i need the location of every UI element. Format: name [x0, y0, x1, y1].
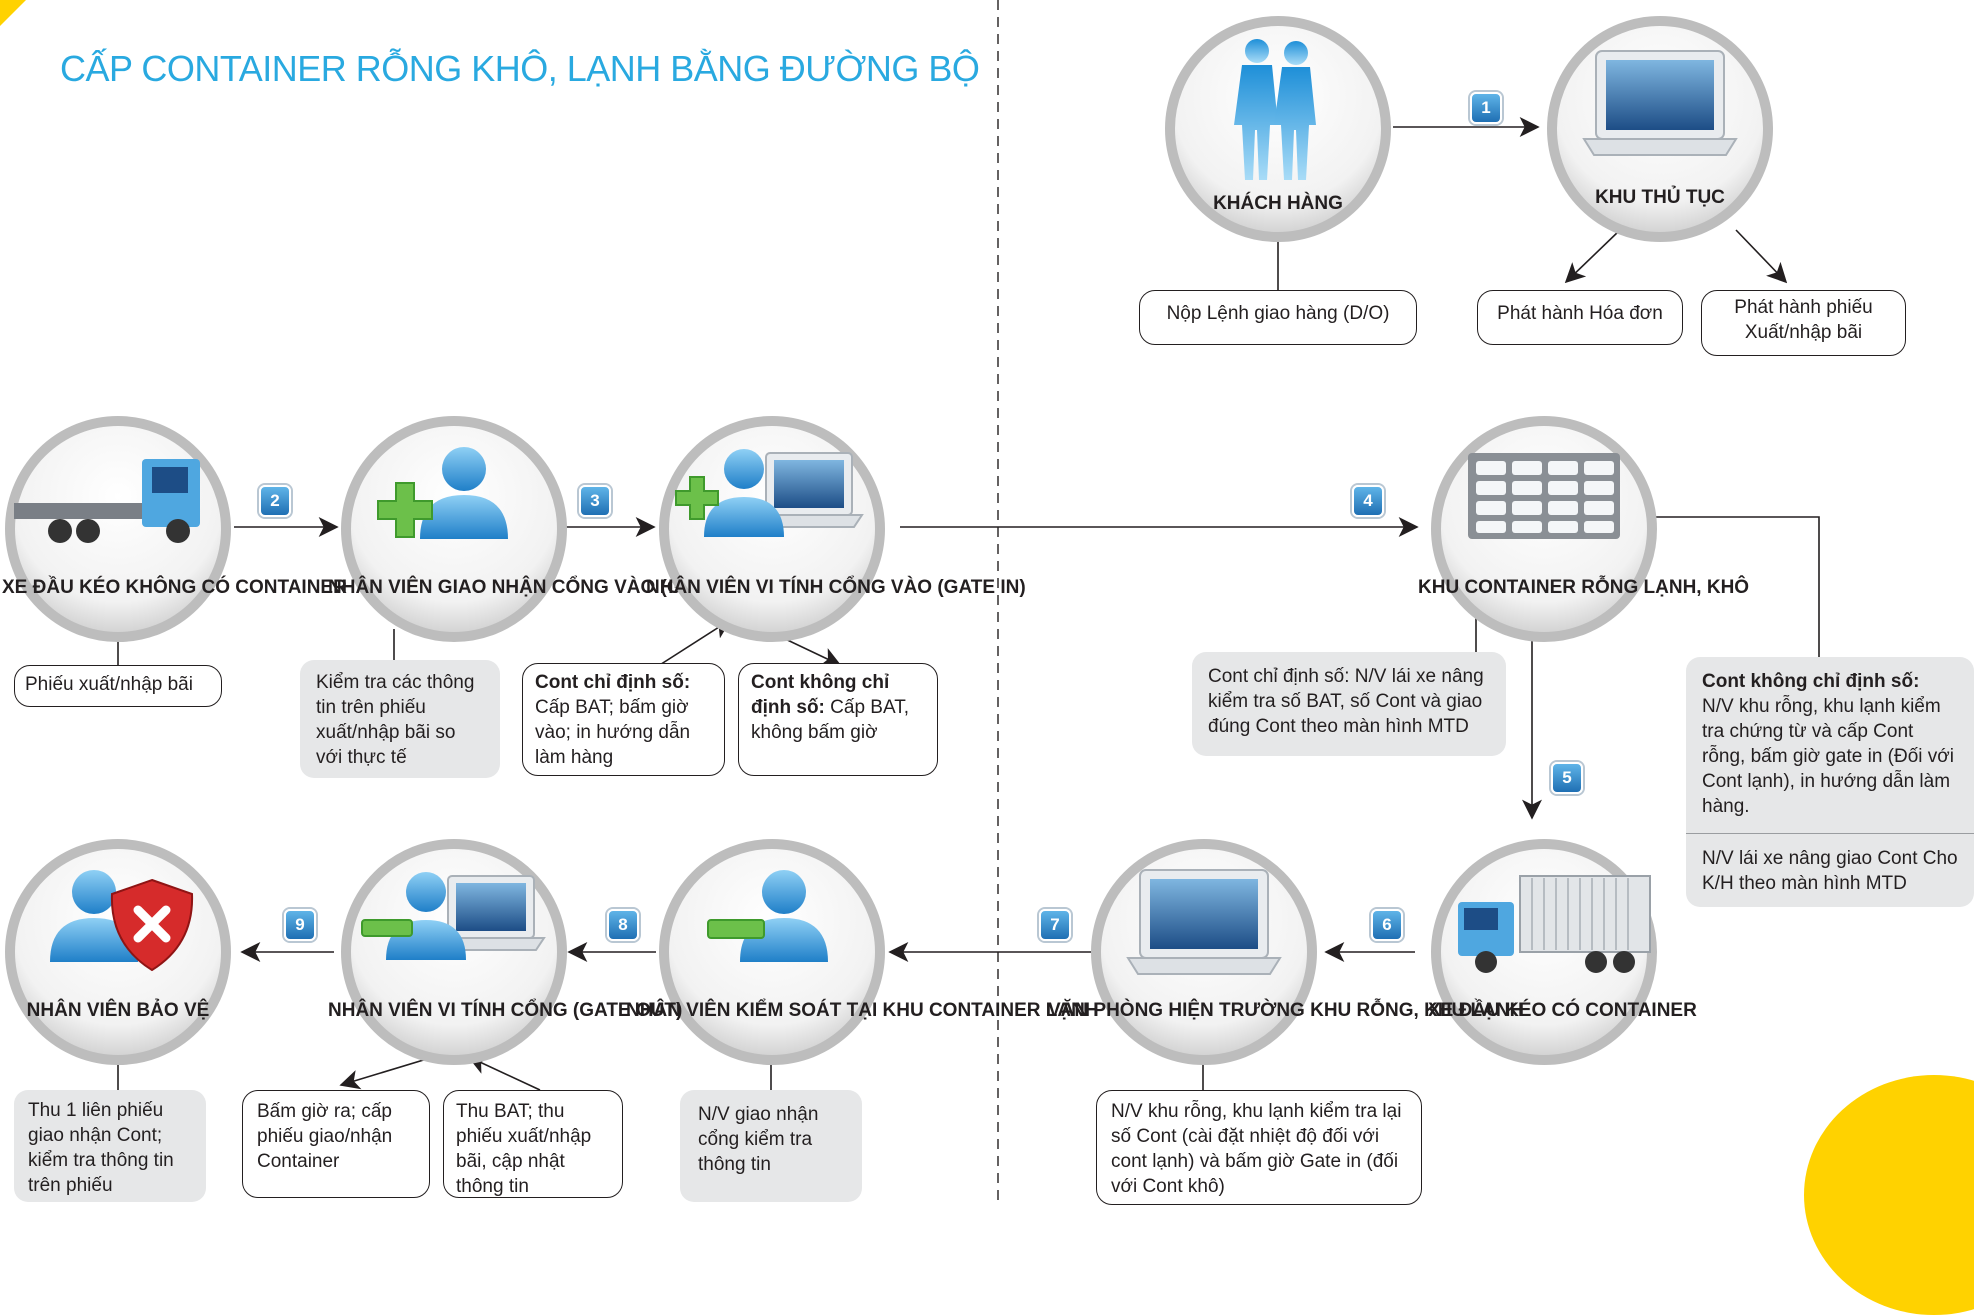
note-gate-check: Kiểm tra các thông tin trên phiếu xuất/n…: [300, 660, 500, 778]
step-badge-3: 3: [579, 485, 611, 517]
container-grid-icon: [1468, 453, 1620, 539]
step-badge-5: 5: [1551, 762, 1583, 794]
node-gate-in-computer: NHÂN VIÊN VI TÍNH CỔNG VÀO (GATE IN): [646, 413, 1026, 645]
connectors: [117, 0, 1820, 1205]
page-title: CẤP CONTAINER RỖNG KHÔ, LẠNH BẰNG ĐƯỜNG …: [60, 48, 980, 89]
note-yard-unassigned-text: N/V khu rỗng, khu lạnh kiểm tra chứng từ…: [1702, 696, 1954, 817]
note-do-submit: Nộp Lệnh giao hàng (D/O): [1139, 290, 1417, 345]
business-people-icon: [1234, 39, 1316, 180]
node-gate-in-staff: NHÂN VIÊN GIAO NHẬN CỔNG VÀO (GATE IN): [328, 413, 749, 645]
note-yard-unassigned: Cont không chỉ định số: N/V khu rỗng, kh…: [1686, 657, 1974, 907]
note-yard-assigned: Cont chỉ định số: N/V lái xe nâng kiểm t…: [1192, 652, 1506, 756]
step-badge-6: 6: [1371, 909, 1403, 941]
node-gate-out-computer: NHÂN VIÊN VI TÍNH CỔNG (GATE OUT): [328, 836, 682, 1068]
user-remove-icon: [707, 870, 828, 962]
note-assigned: Cont chỉ định số: Cấp BAT; bấm giờ vào; …: [522, 663, 725, 776]
user-add-laptop-icon: [675, 449, 864, 537]
note-field-office: N/V khu rỗng, khu lạnh kiểm tra lại số C…: [1096, 1090, 1422, 1205]
note-unassigned-title: Cont không chỉ định số:: [751, 672, 890, 718]
user-add-icon: [377, 447, 508, 539]
node-procedure: KHU THỦ TỤC: [1544, 13, 1776, 245]
user-shield-icon: [50, 870, 194, 972]
node-label: XE ĐẦU KÉO CÓ CONTAINER: [1428, 1000, 1697, 1021]
node-field-office: VĂN PHÒNG HIỆN TRƯỜNG KHU RỖNG, KHU LẠNH: [1048, 836, 1523, 1068]
node-label: NHÂN VIÊN VI TÍNH CỔNG (GATE OUT): [328, 1000, 683, 1021]
laptop-icon: [1582, 50, 1738, 156]
node-security: NHÂN VIÊN BẢO VỆ: [2, 836, 234, 1068]
note-assigned-text: Cấp BAT; bấm giờ vào; in hướng dẫn làm h…: [535, 697, 691, 768]
step-badge-1: 1: [1470, 92, 1502, 124]
note-slip: Phát hành phiếu Xuất/nhập bãi: [1701, 290, 1906, 356]
node-empty-yard: KHU CONTAINER RỖNG LẠNH, KHÔ: [1418, 413, 1749, 645]
laptop-icon: [1126, 869, 1282, 975]
note-yard-unassigned-title: Cont không chỉ định số:: [1702, 671, 1920, 692]
note-assigned-title: Cont chỉ định số:: [535, 672, 691, 693]
note-security: Thu 1 liên phiếu giao nhận Cont; kiểm tr…: [14, 1090, 206, 1202]
note-forklift: N/V lái xe nâng giao Cont Cho K/H theo m…: [1702, 848, 1958, 894]
note-gate-out-1: Bấm giờ ra; cấp phiếu giao/nhận Containe…: [242, 1090, 430, 1198]
yellow-corner-top-left: [0, 0, 26, 26]
node-truck-loaded: XE ĐẦU KÉO CÓ CONTAINER: [1428, 836, 1697, 1068]
note-invoice: Phát hành Hóa đơn: [1477, 290, 1683, 345]
step-badge-7: 7: [1039, 909, 1071, 941]
user-remove-laptop-icon: [361, 872, 546, 960]
step-badge-4: 4: [1352, 485, 1384, 517]
note-unassigned-text: Cấp BAT, không bấm giờ: [751, 697, 910, 743]
divider: [1686, 833, 1974, 834]
node-label: KHÁCH HÀNG: [1213, 193, 1343, 214]
node-label: NHÂN VIÊN GIAO NHẬN CỔNG VÀO (GATE IN): [328, 577, 749, 598]
node-label: NHÂN VIÊN KIỂM SOÁT TẠI KHU CONTAINER LẠ…: [626, 1000, 1099, 1021]
node-label: KHU THỦ TỤC: [1595, 187, 1725, 208]
node-customer: KHÁCH HÀNG: [1162, 13, 1394, 245]
node-label: NHÂN VIÊN VI TÍNH CỔNG VÀO (GATE IN): [646, 577, 1026, 598]
node-truck-empty: XE ĐẦU KÉO KHÔNG CÓ CONTAINER: [2, 413, 347, 645]
note-reefer: N/V giao nhận cổng kiểm tra thông tin: [680, 1090, 862, 1202]
node-label: NHÂN VIÊN BẢO VỆ: [26, 1000, 210, 1021]
step-badge-9: 9: [284, 909, 316, 941]
note-unassigned: Cont không chỉ định số: Cấp BAT, không b…: [738, 663, 938, 776]
truck-with-container-icon: [1458, 875, 1651, 973]
node-label: XE ĐẦU KÉO KHÔNG CÓ CONTAINER: [2, 577, 347, 598]
step-badge-2: 2: [259, 485, 291, 517]
node-label: VĂN PHÒNG HIỆN TRƯỜNG KHU RỖNG, KHU LẠNH: [1048, 1000, 1524, 1021]
node-label: KHU CONTAINER RỖNG LẠNH, KHÔ: [1418, 577, 1750, 598]
node-reefer-control: NHÂN VIÊN KIỂM SOÁT TẠI KHU CONTAINER LẠ…: [626, 836, 1099, 1068]
step-badge-8: 8: [607, 909, 639, 941]
truck-without-container-icon: [14, 459, 200, 543]
note-truck-slip: Phiếu xuất/nhập bãi: [14, 665, 222, 707]
note-gate-out-2: Thu BAT; thu phiếu xuất/nhập bãi, cập nh…: [443, 1090, 623, 1198]
